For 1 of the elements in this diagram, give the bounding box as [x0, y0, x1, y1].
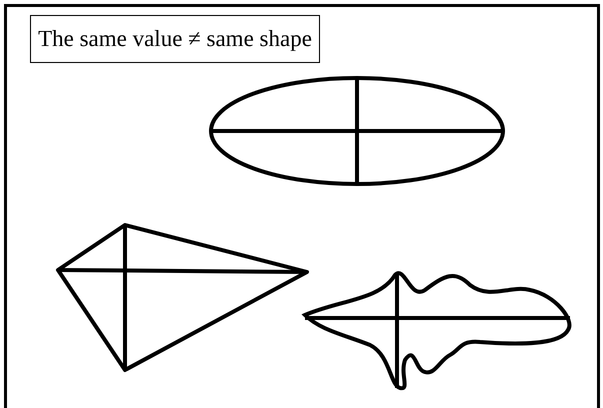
- title: The same value ≠ same shape: [30, 15, 320, 63]
